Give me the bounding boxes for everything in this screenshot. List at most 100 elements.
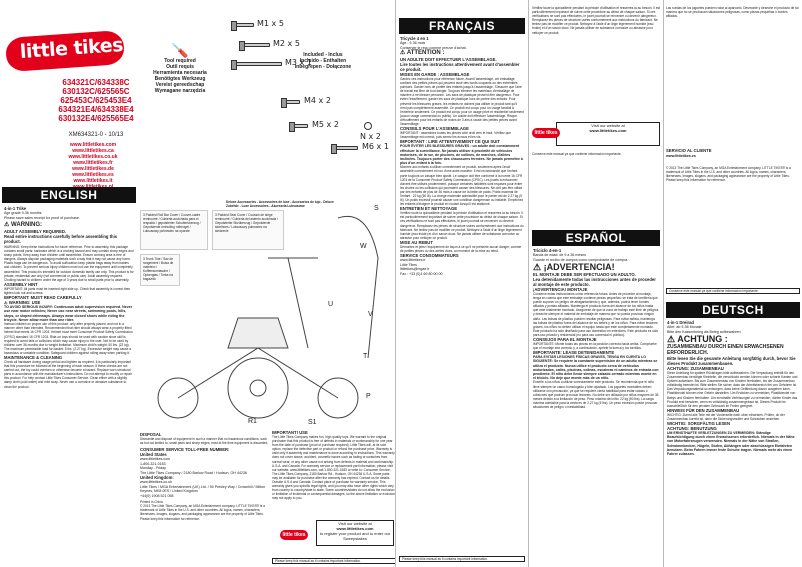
de-assembly-text: Diese Anleitung für spätere Rückfragen b… — [667, 371, 798, 408]
spanish-column: Vérifiez toute la quincaillerie pendant … — [530, 0, 662, 567]
de-read: Bitte lesen Sie die gesamte Anleitung so… — [667, 356, 796, 366]
warranty-text: The Little Tikes Company makes fun, high… — [272, 435, 396, 501]
de-warn-ben: ACHTUNG: BENUTZUNG — [667, 426, 717, 432]
avoid-injury: TO AVOID SERIOUS INJURY: Continuous adul… — [4, 305, 133, 322]
warning-heading: ⚠ WARNING: — [4, 222, 43, 228]
model-number: 634321E4/634338E4 — [58, 105, 134, 114]
seat-cover-text: 3 Padded Seat Cover / Coussin de siège r… — [215, 213, 278, 234]
uk-heading: United Kingdom: — [140, 475, 174, 481]
es-importante: IMPORTANTE: LÉASE DETENIDAMENTE — [533, 350, 615, 356]
de-wichtig: WICHTIG: SORGFÄLTIG LESEN — [667, 421, 730, 427]
fr-service-line[interactable]: littletikes@mgae.fr — [400, 267, 430, 272]
spanish-body: Triciclo 4-en-1 Banda de edad: de 9 a 36… — [533, 248, 659, 409]
eu-copyright: © 2013 The Little Tikes Company, an MGA … — [666, 166, 791, 183]
es-adv-text: ¡ADVERTENCIA! — [543, 262, 615, 272]
website-link[interactable]: www.littletikes.co.uk — [68, 154, 118, 160]
website-link[interactable]: www.littletikes.ca — [72, 148, 114, 154]
warning-use-heading: ⚠ WARNING: USE — [4, 300, 41, 306]
bolt-m6-icon — [331, 144, 358, 154]
website-link[interactable]: www.littletikes.de — [72, 166, 114, 172]
fr-service-line: Fax : +33 (0)1 69 80 00 00 — [400, 271, 443, 276]
part-m4-label: M4 x 2 — [304, 96, 331, 105]
fr-entretien: ENTRETIEN ET NETTOYAGE — [400, 206, 458, 212]
fr-attention: ⚠ ATTENTION : — [400, 50, 445, 56]
fr-age: Âge : 9-36 mois — [400, 41, 426, 45]
fr-service-line[interactable]: www.littletikes.fr — [400, 258, 426, 263]
model-code: XM634321-0 - 10/13 — [68, 132, 124, 138]
es-adv: ⚠ ¡ADVERTENCIA! — [533, 262, 615, 272]
de-age: Alter: ab 9-36 Monate — [667, 325, 702, 329]
es-consejos-text: IMPORTANTE: Monte todas las piezas en la… — [533, 342, 657, 351]
website-link[interactable]: www.littletikes.it — [73, 178, 113, 184]
french-header: FRANÇAIS — [399, 18, 525, 34]
column-divider — [395, 0, 396, 567]
seat-cover-panel: 3 Padded Seat Cover / Coussin de siège r… — [212, 210, 284, 250]
fr-service-line: Little Tikes — [400, 262, 417, 267]
german-header: DEUTSCH — [666, 302, 800, 318]
tool-line: Tool required — [164, 58, 196, 64]
english-body: 4-in-1 Trike Age grade 9-36 months Pleas… — [4, 206, 134, 389]
diagram-letter: P — [366, 393, 371, 400]
es-montaje: ¡ADVERTENCIA! MONTAJE — [533, 287, 588, 292]
diagram-letter: S1 — [308, 419, 317, 426]
website-link[interactable]: www.littletikes.fr — [73, 160, 113, 166]
es-product: Triciclo 4-en-1 — [533, 248, 562, 253]
roll-bar-cover-text: 3 Padded Roll Bar Cover / Couvre-cadre r… — [143, 213, 201, 234]
deluxe-title: Deluxe Accessories - Accessoires de luxe… — [226, 200, 334, 209]
fr-use-text: Montrez aux enfants à utiliser correctem… — [400, 165, 524, 207]
column-divider — [528, 0, 529, 567]
fr-service: SERVICE CONSOMMATEURS — [400, 253, 459, 259]
warning-text: WARNING: — [11, 222, 43, 228]
website-link[interactable]: www.littletikes.com — [69, 142, 117, 148]
tool-line: Benötigtes Werkzeug — [154, 76, 206, 82]
tricycle-diagram: S W U V T R1 P S1 — [157, 205, 379, 426]
model-number: 634321C/634338C — [62, 78, 130, 87]
model-numbers: 634321C/634338C 630132C/625565C 625453C/… — [56, 78, 136, 123]
roll-bar-cover-panel: 3 Padded Roll Bar Cover / Couvre-cadre r… — [140, 210, 208, 250]
us-address: The Little Tikes Company / 2180 Barlow R… — [140, 470, 247, 475]
diagram-letter: T — [363, 353, 368, 360]
fr-mises: MISES EN GARDE : ASSEMBLAGE — [400, 72, 470, 77]
french-column: FRANÇAIS Tricycle 4 en 1 Âge : 9-36 mois… — [397, 0, 527, 567]
part-m5-label: M5 x 2 — [312, 120, 339, 129]
fr-attention-text: ATTENTION : — [406, 50, 445, 56]
website-list: www.littletikes.com www.littletikes.ca w… — [58, 142, 128, 190]
copyright: © 2013 The Little Tikes Company, an MGA … — [140, 504, 265, 521]
diagram-letter: S — [374, 205, 379, 212]
screwdriver-icon: 🪛 — [171, 42, 189, 58]
fr-conseil: CONSEILS POUR L'ASSEMBLAGE — [400, 126, 469, 132]
es-visit-url[interactable]: www.littletikes.com — [589, 128, 627, 133]
fr-adult: UN ADULTE DOIT EFFECTUER L'ASSEMBLAGE. — [400, 57, 497, 62]
de-warn-zus: ACHTUNG: ZUSAMMENBAU — [667, 366, 724, 371]
disposal-text: Dismantle and dispose of equipment in su… — [140, 437, 269, 446]
us-phone: 1-800-321-0183 — [140, 461, 166, 466]
fr-elimination: MISE AU REBUT — [400, 239, 433, 245]
model-number: 625453C/625453E4 — [60, 96, 132, 105]
fr-keep-manual: Please keep this manual as it contains i… — [399, 556, 525, 563]
de-keep-manual: Conserve este manual ya que contiene inf… — [666, 288, 800, 295]
trunk-tote-panel: 3 Trunk Tote / Sac de rangement / Bolsa … — [140, 254, 180, 286]
de-receipt: Bitte den Kassenbeleg als Beleg aufbewah… — [667, 329, 742, 334]
es-assembly-text: Conserve estas instrucciones como refere… — [533, 292, 659, 337]
english-header: ENGLISH — [2, 187, 136, 203]
website-link[interactable]: www.littletikes.es — [72, 172, 114, 178]
visit-url[interactable]: www.littletikes.com — [336, 526, 374, 531]
es-top-text: Vérifiez toute la quincaillerie pendant … — [532, 6, 661, 35]
es-visit-text: Visit our website at — [591, 123, 625, 128]
bolt-m5-icon — [289, 122, 308, 132]
eu-service-title: SERVICIO AL CLIENTE — [666, 148, 712, 153]
disposal-heading: DISPOSAL — [140, 432, 162, 437]
important-heading: IMPORTANT: MUST READ CAREFULLY — [4, 295, 82, 301]
de-adult: ZUSAMMENBAU DURCH EINEN ERWACHSENEN ERFO… — [667, 344, 784, 356]
eu-service-url[interactable]: www.littletikes.es — [666, 154, 696, 158]
receipt-note: Please save sales receipt for proof of p… — [4, 215, 80, 220]
diagram-letter: W — [360, 243, 367, 250]
register-box: Visit our website at www.littletikes.com… — [316, 520, 394, 546]
us-url[interactable]: www.littletikes.com — [140, 457, 171, 462]
es-small-logo: little tikes — [532, 128, 560, 138]
warranty-column: IMPORTANT! USE The Little Tikes Company … — [272, 430, 396, 567]
parts-area: 🪛 Tool required Outil requis Herramienta… — [138, 0, 394, 200]
uk-url[interactable]: www.littletikes.co.uk — [140, 480, 172, 485]
included-line: Inbegrepen - Dołączone — [294, 64, 352, 70]
part-m1-label: M1 x 5 — [257, 19, 284, 28]
